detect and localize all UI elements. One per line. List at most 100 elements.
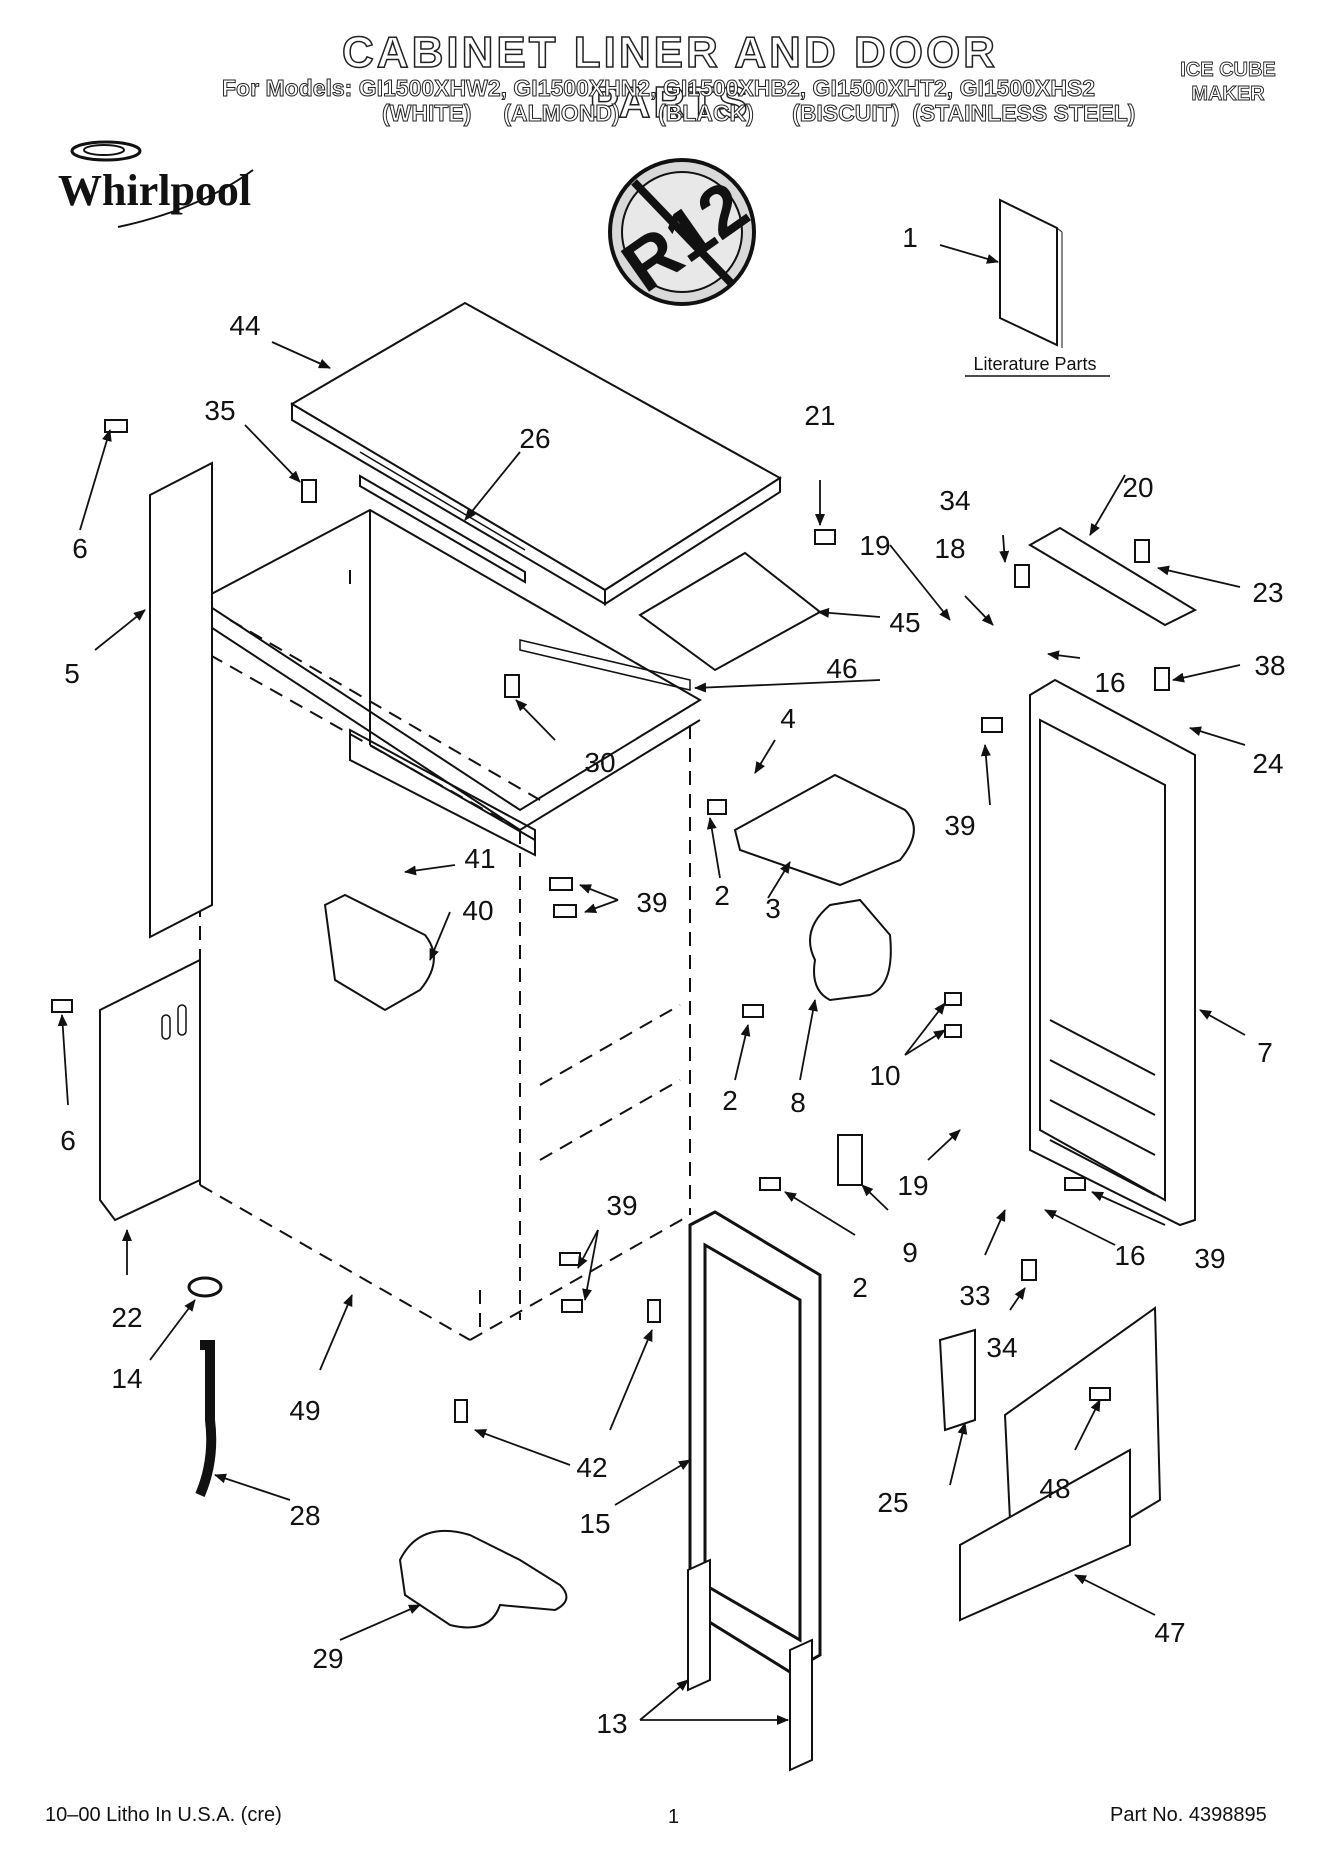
- callout-5: 5: [64, 658, 80, 689]
- callout-25: 25: [877, 1487, 908, 1518]
- callout-33: 33: [959, 1280, 990, 1311]
- callout-46: 46: [826, 653, 857, 684]
- callout-21: 21: [804, 400, 835, 431]
- screw-icon: [454, 1399, 468, 1423]
- models-line: For Models: GI1500XHW2, GI1500XHN2, GI15…: [221, 75, 1096, 102]
- product-type: ICE CUBE MAKER: [1168, 58, 1288, 106]
- callout-4: 4: [780, 703, 796, 734]
- screw-icon: [1021, 1259, 1037, 1281]
- callout-41: 41: [464, 843, 495, 874]
- literature-label: Literature Parts: [973, 354, 1096, 374]
- screw-icon: [759, 1177, 781, 1191]
- callout-48: 48: [1039, 1473, 1070, 1504]
- callout-24: 24: [1252, 748, 1283, 779]
- callout-3: 3: [765, 893, 781, 924]
- front-grille-panel: [959, 1306, 1162, 1622]
- product-type-line-2: MAKER: [1191, 83, 1265, 106]
- callout-44: 44: [229, 310, 260, 341]
- callout-28: 28: [289, 1500, 320, 1531]
- cabinet-trim-strip: [519, 639, 691, 691]
- cabinet-dashed-outline: [199, 570, 691, 1341]
- callout-30: 30: [584, 747, 615, 778]
- screw-icon: [559, 1252, 581, 1266]
- no-r12-prohibition-icon: R12: [608, 158, 762, 308]
- callout-7: 7: [1257, 1037, 1273, 1068]
- callout-16b: 16: [1114, 1240, 1145, 1271]
- callout-arrows: [57, 244, 1246, 1725]
- callout-39a: 39: [944, 810, 975, 841]
- callout-42: 42: [576, 1452, 607, 1483]
- callout-14: 14: [111, 1363, 142, 1394]
- callout-6a: 6: [72, 533, 88, 564]
- part-number: Part No. 4398895: [1110, 1804, 1267, 1826]
- callout-15: 15: [579, 1508, 610, 1539]
- screw-icon: [1089, 1387, 1111, 1401]
- callout-10: 10: [869, 1060, 900, 1091]
- callout-2c: 2: [852, 1272, 868, 1303]
- callout-19b: 19: [897, 1170, 928, 1201]
- screw-icon: [561, 1299, 583, 1313]
- screw-icon: [1154, 667, 1170, 691]
- callout-16a: 16: [1094, 667, 1125, 698]
- screw-icon: [504, 674, 520, 698]
- ice-scoop: [398, 1529, 568, 1629]
- callout-23: 23: [1252, 577, 1283, 608]
- literature-booklet: [999, 198, 1063, 348]
- screw-icon: [742, 1004, 764, 1018]
- callout-18: 18: [934, 533, 965, 564]
- screw-icon: [51, 999, 73, 1013]
- screw-icon: [981, 717, 1003, 733]
- page-title: CABINET LINER AND DOOR PARTS: [341, 27, 998, 128]
- callout-19a: 19: [859, 530, 890, 561]
- callout-39b: 39: [636, 887, 667, 918]
- callout-39d: 39: [606, 1190, 637, 1221]
- light-housing: [809, 898, 892, 1002]
- screw-icon: [553, 904, 577, 918]
- logo-wordmark: Whirlpool: [58, 166, 252, 215]
- callout-29: 29: [312, 1643, 343, 1674]
- product-type-line-1: ICE CUBE: [1180, 59, 1276, 82]
- screw-icon: [549, 877, 573, 891]
- grille-clip: [938, 1328, 976, 1432]
- scoop-holder: [323, 893, 435, 1012]
- insulation-pad: [638, 551, 822, 672]
- door-top-trim: [1028, 526, 1198, 627]
- callout-49: 49: [289, 1395, 320, 1426]
- screw-icon: [814, 529, 836, 545]
- callout-40: 40: [462, 895, 493, 926]
- colors-line: (WHITE) (ALMOND) (BLACK) (BISCUIT) (STAI…: [381, 100, 1136, 127]
- callout-2a: 2: [714, 880, 730, 911]
- whirlpool-logo: Whirlpool: [48, 135, 288, 235]
- callout-35: 35: [204, 395, 235, 426]
- callout-2b: 2: [722, 1085, 738, 1116]
- callout-38: 38: [1254, 650, 1285, 681]
- print-info: 10–00 Litho In U.S.A. (cre): [45, 1804, 282, 1826]
- screw-icon: [944, 992, 962, 1006]
- callout-6b: 6: [60, 1125, 76, 1156]
- screw-icon: [647, 1299, 661, 1323]
- callout-22: 22: [111, 1302, 142, 1333]
- callout-34a: 34: [939, 485, 970, 516]
- screw-icon: [1064, 1177, 1086, 1191]
- side-rail-upper: [149, 461, 213, 939]
- callout-45: 45: [889, 607, 920, 638]
- door-strip-left: [687, 1558, 711, 1692]
- screw-icon: [1134, 539, 1150, 563]
- screw-icon: [104, 419, 128, 433]
- callout-34b: 34: [986, 1332, 1017, 1363]
- callout-8: 8: [790, 1087, 806, 1118]
- door-strip-right: [789, 1638, 813, 1772]
- callout-39c: 39: [1194, 1243, 1225, 1274]
- door-assembly: [1029, 678, 1196, 1227]
- callout-47: 47: [1154, 1617, 1185, 1648]
- screw-icon: [301, 479, 317, 503]
- callout-9: 9: [902, 1237, 918, 1268]
- callout-20: 20: [1122, 472, 1153, 503]
- screw-icon: [1014, 564, 1030, 588]
- whirlpool-swirl-icon: [70, 140, 254, 228]
- top-panel: [290, 301, 782, 606]
- screw-icon: [707, 799, 727, 815]
- lower-side-bracket: [99, 958, 201, 1222]
- hose-clamp: [187, 1276, 223, 1298]
